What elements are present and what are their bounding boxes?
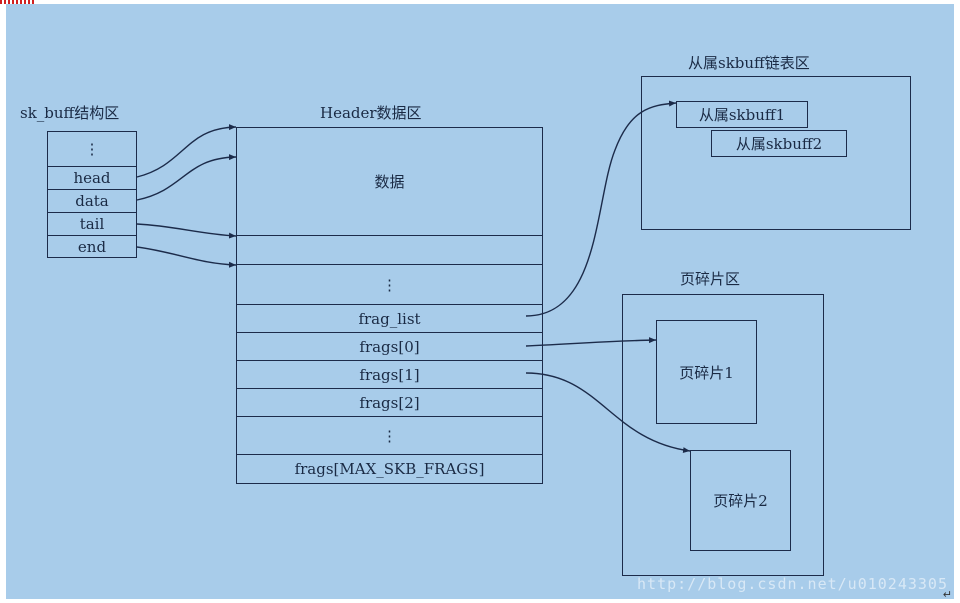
corner-marker bbox=[0, 0, 36, 4]
header-gap-row bbox=[236, 235, 543, 264]
sk-buff-field-end: end bbox=[47, 235, 137, 258]
diagram-canvas bbox=[6, 4, 954, 599]
header-title: Header数据区 bbox=[320, 104, 422, 122]
header-row-frags-max: frags[MAX_SKB_FRAGS] bbox=[236, 454, 543, 484]
sk-buff-field-head: head bbox=[47, 166, 137, 189]
header-data-block: 数据 bbox=[236, 127, 543, 235]
watermark-url: http://blog.csdn.net/u010243305 bbox=[637, 575, 948, 593]
header-row-frag-list: frag_list bbox=[236, 304, 543, 332]
header-row-ellipsis-2: ⋮ bbox=[236, 416, 543, 454]
sk-buff-field-tail: tail bbox=[47, 212, 137, 235]
header-row-ellipsis-1: ⋮ bbox=[236, 264, 543, 304]
sk-buff-field-ellipsis: ⋮ bbox=[47, 131, 137, 166]
slave-skbuff-1: 从属skbuff1 bbox=[676, 101, 808, 128]
paragraph-mark: ↵ bbox=[942, 588, 952, 601]
header-row-frags-2: frags[2] bbox=[236, 388, 543, 416]
header-row-frags-1: frags[1] bbox=[236, 360, 543, 388]
sk-buff-title: sk_buff结构区 bbox=[20, 104, 120, 122]
sk-buff-field-data: data bbox=[47, 189, 137, 212]
page-frag-1: 页碎片1 bbox=[656, 320, 757, 424]
page-frag-2: 页碎片2 bbox=[690, 450, 791, 551]
page-frag-title: 页碎片区 bbox=[680, 270, 741, 288]
slave-list-title: 从属skbuff链表区 bbox=[688, 54, 810, 72]
slave-skbuff-2: 从属skbuff2 bbox=[711, 130, 847, 157]
header-row-frags-0: frags[0] bbox=[236, 332, 543, 360]
